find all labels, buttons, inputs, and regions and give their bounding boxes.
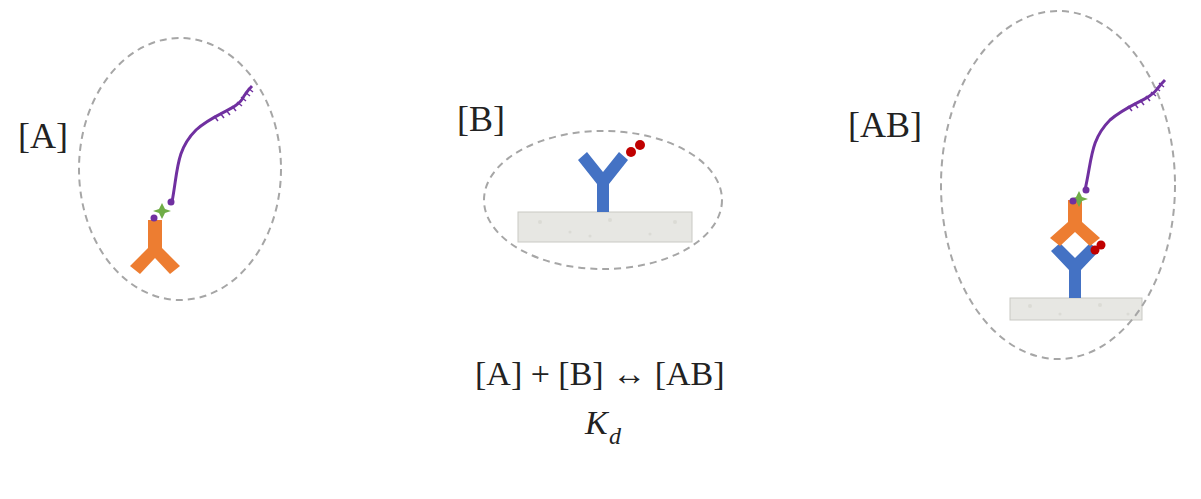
ellipse-outline: [940, 10, 1176, 360]
node-label: [AB]: [848, 106, 922, 146]
antibody-a: [130, 86, 253, 274]
antibody-complex: [1010, 80, 1165, 320]
constant-symbol: K: [585, 404, 608, 441]
ellipse-outline: [483, 130, 723, 270]
node-label: [B]: [457, 100, 505, 140]
node-label: [A]: [18, 117, 68, 157]
dashed-ellipse: [A]: [78, 37, 282, 301]
dashed-ellipse: [AB]: [940, 10, 1176, 360]
ellipse-outline: [78, 37, 282, 301]
equation: [A] + [B] ↔ [AB]: [475, 355, 725, 392]
dashed-ellipse: [B]: [483, 130, 723, 270]
constant-symbol: d: [609, 423, 621, 449]
antibody-b: [518, 140, 692, 242]
